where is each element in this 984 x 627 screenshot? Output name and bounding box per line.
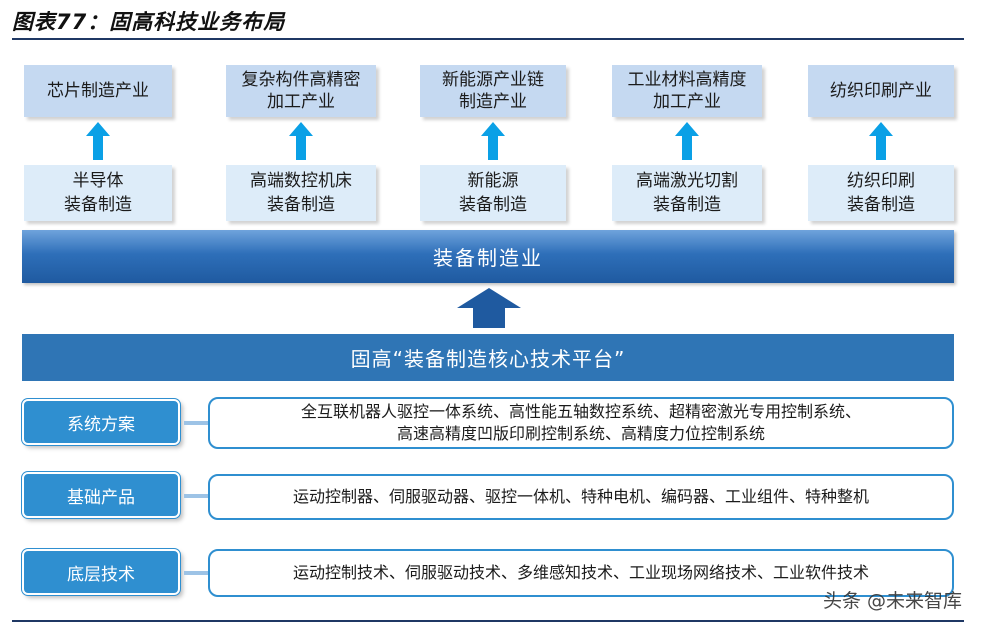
equipment-industry-label: 装备制造业	[433, 246, 543, 270]
layer-content-line: 运动控制器、伺服驱动器、驱控一体机、特种电机、编码器、工业组件、特种整机	[292, 487, 869, 506]
title-rule	[12, 38, 964, 40]
platform-up-arrow-icon	[457, 288, 521, 328]
layer-label-system: 系统方案	[22, 399, 180, 445]
industry-label-2: 加工产业	[653, 92, 721, 112]
industry-label: 芯片制造产业	[47, 81, 149, 101]
equipment-box-cnc: 高端数控机床装备制造	[226, 165, 376, 221]
up-arrow-icon	[86, 122, 110, 160]
layer-label-product: 基础产品	[22, 472, 180, 518]
equipment-label: 半导体	[72, 171, 124, 191]
equipment-label-2: 装备制造	[847, 195, 915, 215]
equipment-label-2: 装备制造	[459, 195, 527, 215]
core-platform-label: 固高“装备制造核心技术平台”	[350, 347, 626, 371]
layer-label-technology: 底层技术	[22, 549, 180, 595]
industry-label-2: 加工产业	[267, 92, 335, 112]
equipment-box-textile: 纺织印刷装备制造	[808, 165, 954, 221]
equipment-label: 纺织印刷	[847, 171, 915, 191]
layer-content-product: 运动控制器、伺服驱动器、驱控一体机、特种电机、编码器、工业组件、特种整机	[208, 474, 954, 520]
industry-label: 纺织印刷产业	[830, 81, 932, 101]
up-arrow-icon	[675, 122, 699, 160]
up-arrow-icon	[869, 122, 893, 160]
equipment-label: 高端数控机床	[250, 171, 352, 191]
layer-content-line: 运动控制技术、伺服驱动技术、多维感知技术、工业现场网络技术、工业软件技术	[292, 563, 869, 582]
equipment-label-2: 装备制造	[267, 195, 335, 215]
equipment-box-laser: 高端激光切割装备制造	[612, 165, 762, 221]
industry-box-material: 工业材料高精度加工产业	[612, 65, 762, 117]
figure-title: 图表77：固高科技业务布局	[12, 10, 286, 34]
equipment-label-2: 装备制造	[64, 195, 132, 215]
bottom-rule	[12, 620, 964, 622]
equipment-label: 高端激光切割	[636, 171, 738, 191]
industry-box-newenergy: 新能源产业链制造产业	[420, 65, 566, 117]
industry-label-2: 制造产业	[459, 92, 527, 112]
equipment-industry-band: 装备制造业	[22, 230, 954, 283]
layer-label-text: 系统方案	[67, 414, 135, 435]
layer-content-line-2: 高速高精度凹版印刷控制系统、高精度力位控制系统	[396, 424, 765, 443]
industry-box-precision: 复杂构件高精密加工产业	[226, 65, 376, 117]
up-arrow-icon	[481, 122, 505, 160]
connector	[184, 494, 210, 498]
watermark: 头条 @未来智库	[822, 590, 962, 612]
equipment-box-semiconductor: 半导体装备制造	[24, 165, 172, 221]
industry-label: 复杂构件高精密	[241, 70, 361, 90]
layer-content-line: 全互联机器人驱控一体系统、高性能五轴数控系统、超精密激光专用控制系统、	[300, 402, 861, 421]
up-arrow-icon	[289, 122, 313, 160]
layer-content-system: 全互联机器人驱控一体系统、高性能五轴数控系统、超精密激光专用控制系统、高速高精度…	[208, 397, 954, 449]
industry-box-chip: 芯片制造产业	[24, 65, 172, 117]
equipment-box-newenergy: 新能源装备制造	[420, 165, 566, 221]
layer-content-technology: 运动控制技术、伺服驱动技术、多维感知技术、工业现场网络技术、工业软件技术	[208, 549, 954, 597]
layer-label-text: 基础产品	[67, 487, 135, 508]
connector	[184, 421, 210, 425]
layer-label-text: 底层技术	[67, 564, 135, 585]
equipment-label: 新能源	[467, 171, 519, 191]
equipment-label-2: 装备制造	[653, 195, 721, 215]
core-platform-band: 固高“装备制造核心技术平台”	[22, 334, 954, 381]
industry-label: 新能源产业链	[442, 70, 544, 90]
connector	[184, 571, 210, 575]
industry-box-textile: 纺织印刷产业	[808, 65, 954, 117]
industry-label: 工业材料高精度	[627, 70, 747, 90]
